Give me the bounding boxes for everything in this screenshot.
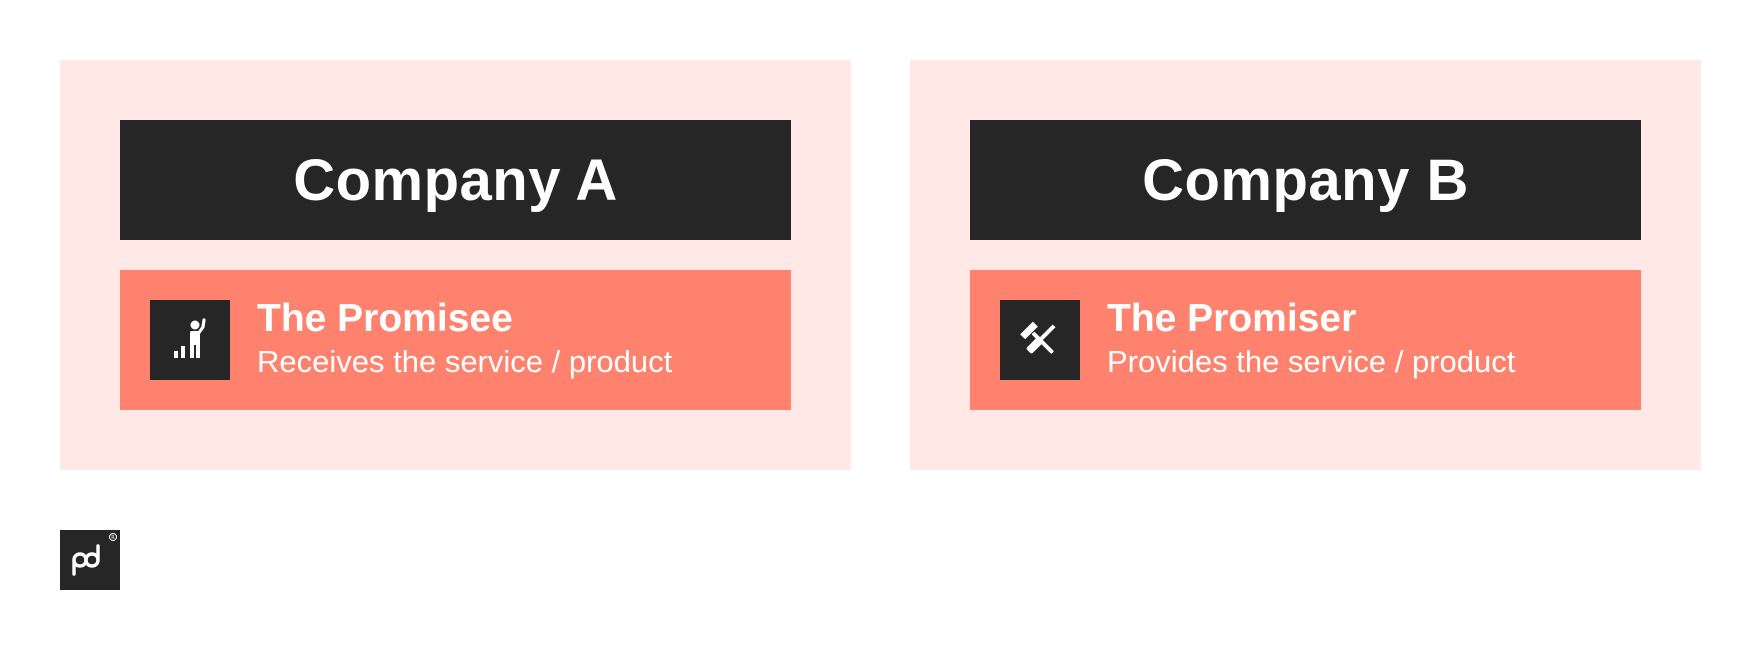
pd-logo-icon: R xyxy=(60,530,120,590)
company-a-role-description: Receives the service / product xyxy=(257,344,673,379)
company-b-role-description: Provides the service / product xyxy=(1107,344,1516,379)
company-b-role-title: The Promiser xyxy=(1107,297,1357,340)
svg-text:R: R xyxy=(111,535,115,541)
company-a-role-text: The Promisee Receives the service / prod… xyxy=(257,296,672,382)
person-growth-icon xyxy=(150,300,230,380)
company-b-panel: Company B The Promiser xyxy=(910,60,1701,470)
company-b-title: Company B xyxy=(1142,147,1469,213)
company-b-header: Company B xyxy=(970,120,1641,240)
company-a-header: Company A xyxy=(120,120,791,240)
company-a-panel: Company A T xyxy=(60,60,851,470)
company-b-role-card: The Promiser Provides the service / prod… xyxy=(970,270,1641,410)
company-b-role-text: The Promiser Provides the service / prod… xyxy=(1107,296,1515,382)
tools-icon xyxy=(1000,300,1080,380)
company-a-role-card: The Promisee Receives the service / prod… xyxy=(120,270,791,410)
company-a-title: Company A xyxy=(293,147,618,213)
company-a-role-title: The Promisee xyxy=(257,297,513,340)
